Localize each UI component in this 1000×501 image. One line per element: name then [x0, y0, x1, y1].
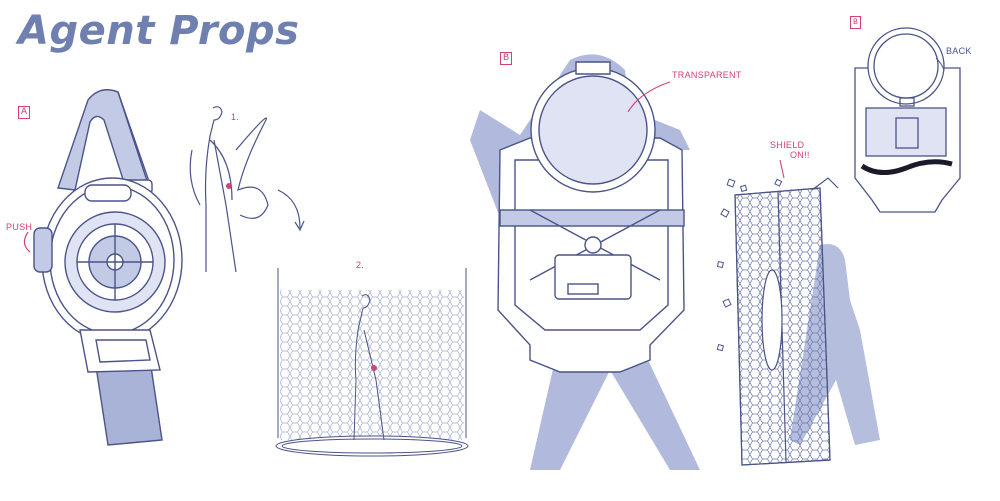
- panel-b-label: B: [500, 52, 513, 65]
- wrist-device-sketch: [33, 89, 183, 446]
- step-arrow-icon: [277, 189, 301, 229]
- transparent-note: TRANSPARENT: [672, 70, 742, 80]
- shield-back-view: [854, 27, 961, 213]
- shield-on-note: ON!!: [790, 150, 810, 160]
- step-1-note: 1.: [231, 112, 240, 122]
- shield-note: SHIELD: [770, 140, 805, 150]
- shield-on-arrow-icon: [779, 159, 785, 179]
- back-arrow-icon: [935, 57, 945, 71]
- page-title: Agent Props: [18, 8, 300, 54]
- push-arrow-icon: [23, 231, 31, 253]
- deployable-shield-front: [470, 54, 700, 470]
- panel-a-label: A: [18, 106, 31, 119]
- transparent-arrow-icon: [627, 81, 671, 113]
- hex-shield-cylinder: [275, 268, 469, 457]
- debris-icon: [716, 178, 783, 352]
- panel-b-back-label: B: [850, 16, 861, 29]
- shield-on-sketch: [734, 177, 880, 466]
- agent-figure-small: [189, 106, 269, 273]
- back-note: BACK: [946, 46, 972, 56]
- push-note: PUSH: [6, 222, 33, 232]
- step-2-note: 2.: [356, 260, 365, 270]
